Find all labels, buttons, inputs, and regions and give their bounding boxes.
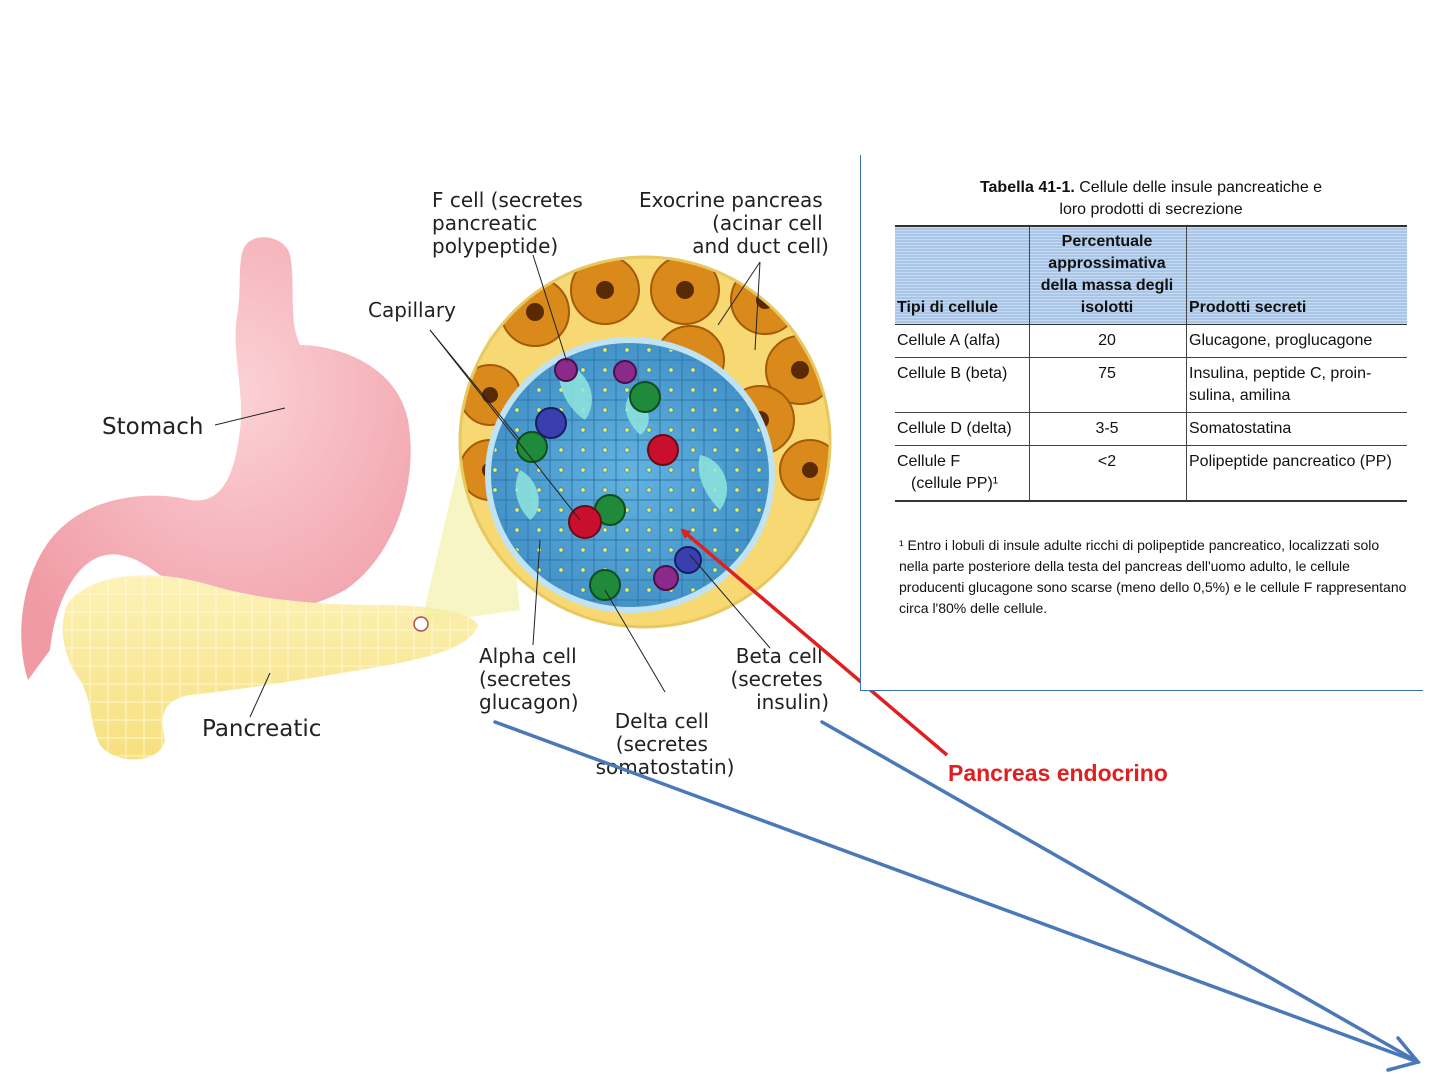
- cell-products: Somatostatina: [1186, 412, 1407, 446]
- cell-type: Cellule A (alfa): [895, 324, 1030, 358]
- table-title-number: Tabella 41-1.: [979, 179, 1075, 196]
- table-footnote: ¹ Entro i lobuli di insule adulte ricchi…: [899, 537, 1407, 616]
- cell-products: Polipeptide pancreatico (PP): [1186, 445, 1407, 502]
- label-alpha-cell: Alpha cell (secretes glucagon): [479, 644, 583, 714]
- label-capillary: Capillary: [368, 298, 456, 322]
- table-row: Cellule A (alfa) 20 Glucagone, proglucag…: [895, 324, 1407, 358]
- table-title-line2: loro prodotti di secrezione: [1059, 201, 1243, 218]
- beta-cells: [568, 434, 679, 539]
- label-pancreatic: Pancreatic: [202, 716, 321, 742]
- cell-type-line1: Cellule F: [897, 453, 961, 470]
- f-cells: [554, 358, 679, 591]
- label-delta-cell: Delta cell (secretes somatostatin): [596, 709, 735, 779]
- label-stomach: Stomach: [102, 414, 203, 440]
- cell-percent: 20: [1029, 324, 1187, 358]
- table-row: Cellule D (delta) 3-5 Somatostatina: [895, 412, 1407, 446]
- label-beta-cell: Beta cell (secretes insulin): [730, 644, 829, 714]
- blue-arrows: [493, 720, 1422, 1072]
- header-cell-types: Tipi di cellule: [895, 225, 1030, 325]
- cell-percent: 75: [1029, 357, 1187, 413]
- header-percent: Percentuale approssimativa della massa d…: [1029, 225, 1187, 325]
- table-row: Cellule F (cellule PP)¹ <2 Polipeptide p…: [895, 445, 1407, 502]
- cell-type: Cellule F (cellule PP)¹: [895, 445, 1030, 502]
- stomach-shape: [21, 237, 411, 680]
- alpha-cells: [516, 381, 661, 601]
- red-annotation-arrow: [680, 528, 949, 757]
- table-title-text: Cellule delle insule pancreatiche e: [1074, 179, 1323, 196]
- cell-percent: 3-5: [1029, 412, 1187, 446]
- table-row: Cellule B (beta) 75 Insulina, peptide C,…: [895, 357, 1407, 413]
- cell-types-table: Tipi di cellule Percentuale approssimati…: [895, 225, 1407, 502]
- table-header-row: Tipi di cellule Percentuale approssimati…: [895, 225, 1407, 325]
- delta-cells: [535, 407, 702, 574]
- cell-type: Cellule D (delta): [895, 412, 1030, 446]
- cell-products: Glucagone, proglucagone: [1186, 324, 1407, 358]
- cell-percent: <2: [1029, 445, 1187, 502]
- cell-type: Cellule B (beta): [895, 357, 1030, 413]
- cell-type-line2: (cellule PP)¹: [911, 475, 999, 492]
- capillaries: [515, 360, 728, 520]
- zoom-origin: [413, 616, 429, 632]
- annotation-pancreas-endocrino: Pancreas endocrino: [948, 760, 1168, 786]
- table-title: Tabella 41-1. Cellule delle insule pancr…: [881, 177, 1421, 221]
- header-products: Prodotti secreti: [1186, 225, 1407, 325]
- cell-types-table-panel: Tabella 41-1. Cellule delle insule pancr…: [860, 155, 1423, 691]
- label-f-cell: F cell (secretes pancreatic polypeptide): [432, 188, 589, 258]
- cell-products: Insulina, peptide C, proin-sulina, amili…: [1186, 357, 1407, 413]
- islet-magnification: [458, 255, 832, 629]
- leader-lines: [214, 254, 771, 718]
- label-exocrine: Exocrine pancreas (acinar cell and duct …: [639, 188, 829, 258]
